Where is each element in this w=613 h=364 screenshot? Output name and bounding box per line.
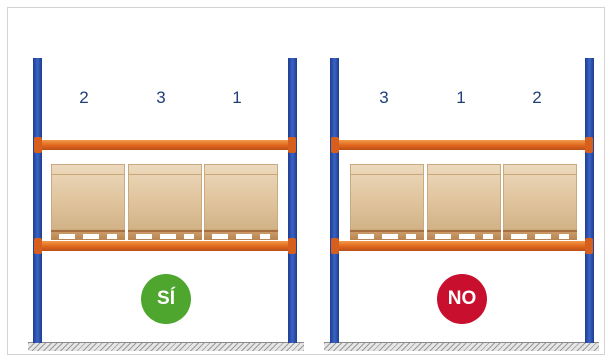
right-position-number: 3 bbox=[369, 88, 399, 108]
left-floor bbox=[28, 342, 304, 351]
right-pallet-base bbox=[427, 230, 501, 240]
left-pallet-base bbox=[128, 230, 202, 240]
right-pallet-base bbox=[503, 230, 577, 240]
left-position-number: 2 bbox=[69, 88, 99, 108]
right-position-number: 2 bbox=[522, 88, 552, 108]
left-pallet-box bbox=[204, 164, 278, 230]
left-pallet-base bbox=[204, 230, 278, 240]
left-pallet-box bbox=[51, 164, 125, 230]
left-position-number: 3 bbox=[146, 88, 176, 108]
correct-badge: SÍ bbox=[141, 274, 191, 324]
left-rack-lower-beam bbox=[38, 241, 292, 251]
right-position-number: 1 bbox=[446, 88, 476, 108]
left-pallet-box bbox=[128, 164, 202, 230]
right-rack-upper-beam bbox=[335, 140, 589, 150]
incorrect-badge: NO bbox=[437, 274, 487, 324]
left-rack-upright-right bbox=[288, 58, 297, 343]
right-rack-lower-beam bbox=[335, 241, 589, 251]
right-pallet-box bbox=[427, 164, 501, 230]
right-rack-upright-right bbox=[585, 58, 594, 343]
right-pallet-box bbox=[350, 164, 424, 230]
left-position-number: 1 bbox=[222, 88, 252, 108]
right-pallet-base bbox=[350, 230, 424, 240]
right-rack-upright-left bbox=[330, 58, 339, 343]
right-pallet-box bbox=[503, 164, 577, 230]
right-floor bbox=[324, 342, 599, 351]
left-rack-upper-beam bbox=[38, 140, 292, 150]
left-rack-upright-left bbox=[33, 58, 42, 343]
left-pallet-base bbox=[51, 230, 125, 240]
